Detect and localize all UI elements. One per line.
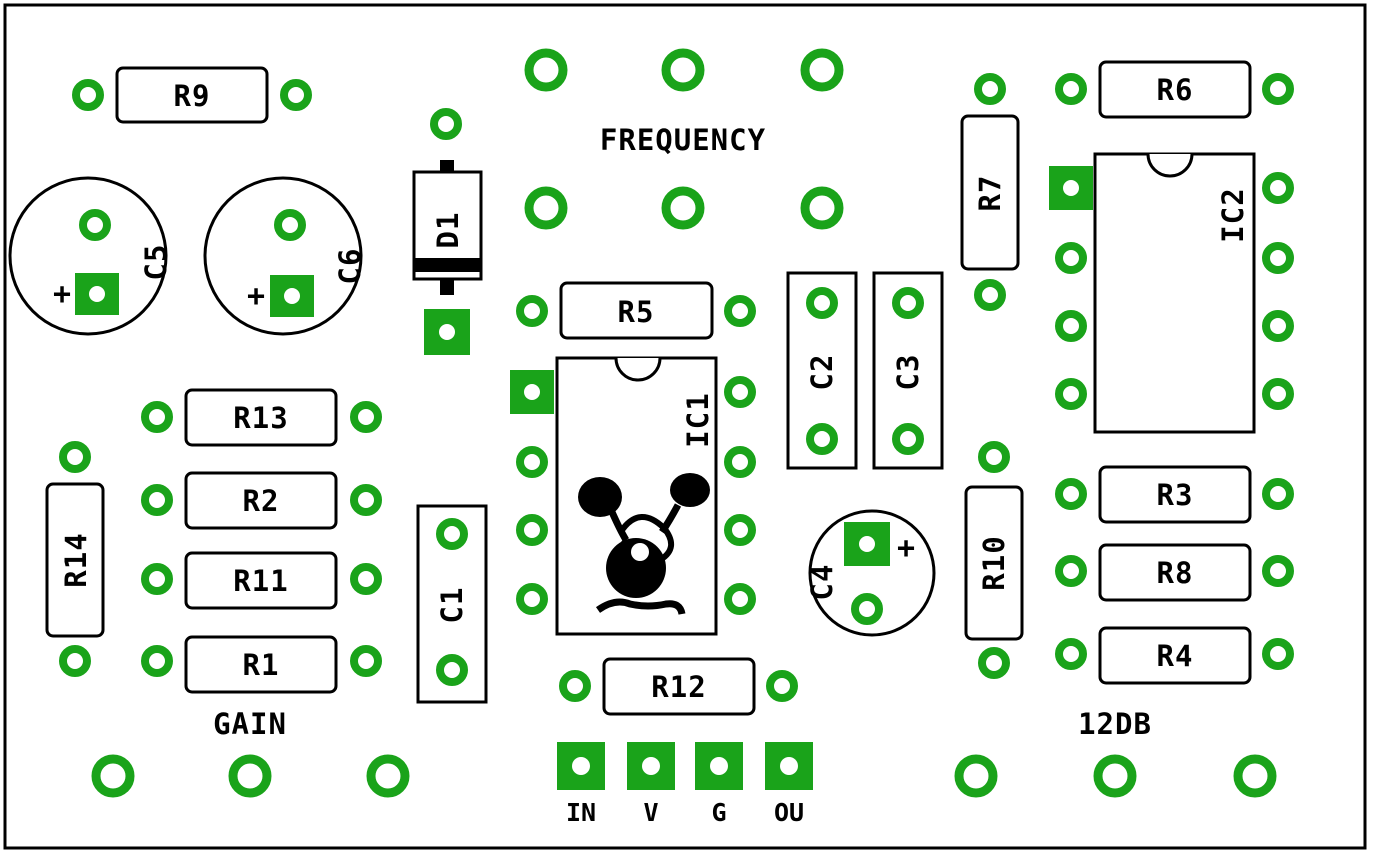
ic2: IC2 [1049,152,1294,434]
connector-g-label: G [711,798,726,827]
c3-label: C3 [891,354,925,391]
bunny-logo-icon [578,473,710,615]
capacitor-c5: + C5 [8,176,173,336]
capacitor-c3: C3 [872,271,944,470]
r9-label: R9 [174,79,211,113]
r13-label: R13 [233,401,288,435]
c5-plus: + [53,277,71,312]
resistor-r14: R14 [45,441,105,677]
connector-pads: IN V G OU [557,742,813,827]
resistor-r10: R10 [964,441,1024,679]
capacitor-c6: + C6 [203,176,367,336]
r12-label: R12 [651,670,706,704]
ic1-label: IC1 [681,392,715,447]
resistor-r6: R6 [1055,60,1294,119]
resistor-r2: R2 [141,471,382,530]
capacitor-c2: C2 [786,271,858,470]
resistor-r13: R13 [141,388,382,447]
resistor-r7: R7 [960,73,1020,311]
d1-label: D1 [431,212,465,249]
c4-plus: + [897,531,915,566]
c6-plus: + [247,279,265,314]
ic2-label: IC2 [1216,187,1250,242]
gain-pot-pads [91,754,410,798]
frequency-pot-pads [524,48,844,230]
resistor-r1: R1 [141,635,382,694]
gain-label: GAIN [213,707,287,741]
capacitor-c4: + C4 [805,509,936,637]
r1-label: R1 [243,648,280,682]
diode-d1: D1 [412,108,483,355]
c5-label: C5 [139,244,173,281]
db12-label: 12DB [1078,707,1152,741]
ic1: IC1 [510,356,756,636]
r8-label: R8 [1157,556,1194,590]
connector-ou-label: OU [774,798,804,827]
r6-label: R6 [1157,73,1194,107]
db12-pot-pads [954,754,1277,798]
c4-label: C4 [805,564,839,601]
r5-label: R5 [618,295,655,329]
connector-v-label: V [643,798,658,827]
capacitor-c1: C1 [416,504,488,704]
r7-label: R7 [973,175,1007,212]
c1-label: C1 [435,587,469,624]
c6-label: C6 [333,248,367,285]
resistor-r9: R9 [72,66,312,124]
resistor-r11: R11 [141,551,382,610]
resistor-r8: R8 [1055,543,1294,602]
r4-label: R4 [1157,639,1194,673]
resistor-r5: R5 [516,281,756,340]
resistor-r4: R4 [1055,626,1294,685]
r10-label: R10 [977,535,1011,590]
c2-label: C2 [805,354,839,391]
r3-label: R3 [1157,478,1194,512]
r11-label: R11 [233,564,288,598]
resistor-r12: R12 [559,657,798,716]
r14-label: R14 [59,532,93,587]
connector-in-label: IN [566,798,596,827]
resistor-r3: R3 [1055,465,1294,524]
r2-label: R2 [243,484,280,518]
frequency-label: FREQUENCY [600,123,766,157]
